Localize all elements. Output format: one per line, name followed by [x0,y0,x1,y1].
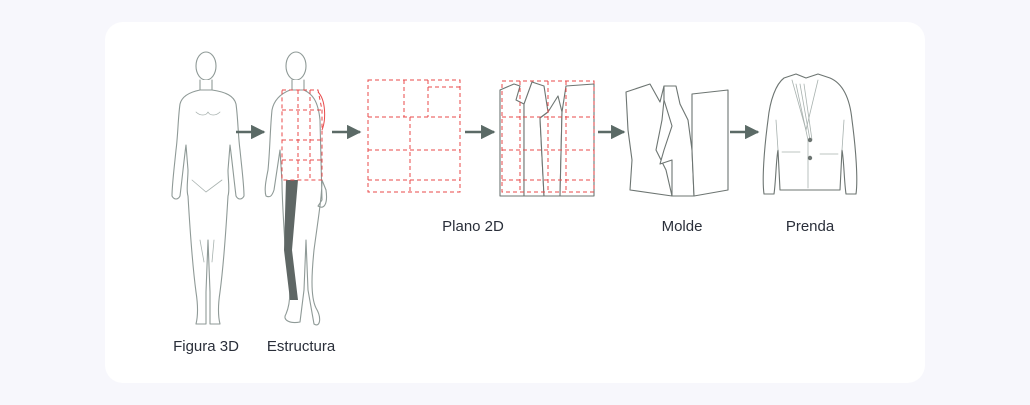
label-figura-3d: Figura 3D [173,338,239,355]
flat-pattern-grid-icon [367,79,461,193]
label-molde: Molde [661,218,703,235]
pattern-pieces-icon [625,83,729,197]
label-estructura: Estructura [266,338,336,355]
structure-figure-icon [264,51,328,326]
figure-3d-icon [171,51,245,325]
jacket-icon [762,73,858,195]
flat-pattern-with-pieces-icon [499,80,595,197]
label-plano-2d: Plano 2D [442,218,504,235]
label-prenda: Prenda [785,218,835,235]
